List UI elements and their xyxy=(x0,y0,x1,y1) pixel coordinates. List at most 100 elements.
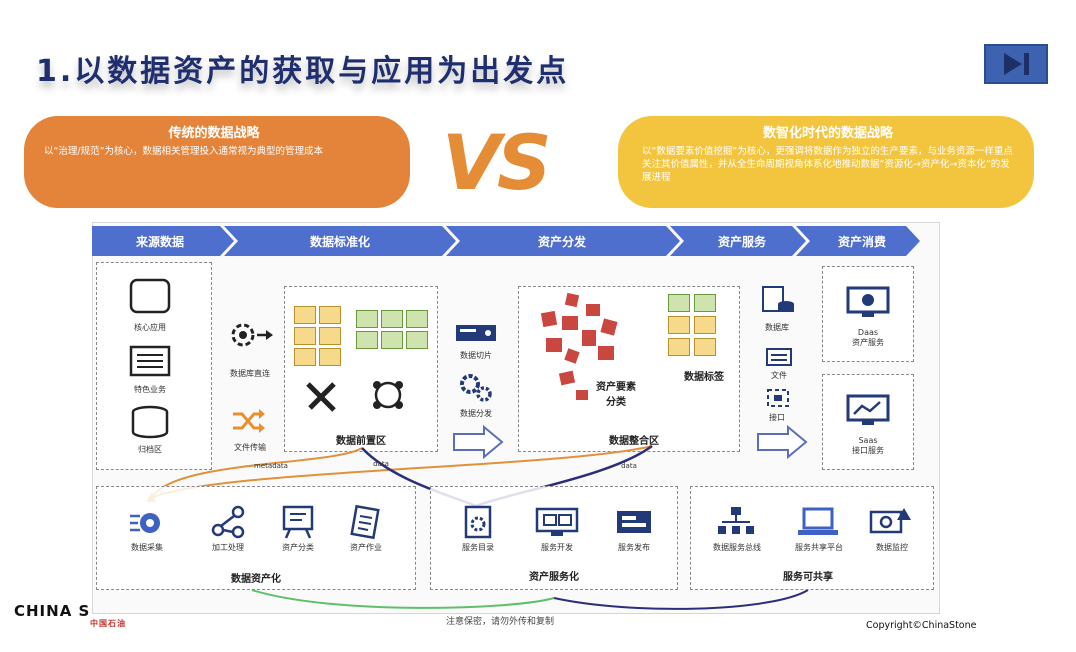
file-transfer-icon xyxy=(230,406,266,436)
asset-classification-label: 资产分类 xyxy=(282,543,314,552)
vs-text: VS xyxy=(442,118,552,207)
network-nodes-icon xyxy=(368,376,408,414)
front-zone-tables-green xyxy=(356,310,432,349)
data-collection-label: 数据采集 xyxy=(131,543,163,552)
table-icon xyxy=(668,338,690,356)
table-icon xyxy=(294,306,316,324)
table-icon xyxy=(319,348,341,366)
digital-strategy-text: 以“数据要素价值挖掘”为核心，更强调将数据作为独立的生产要素，与业务资源一样重点… xyxy=(642,146,1013,183)
data-tag-label: 数据标签 xyxy=(684,372,724,383)
stage-asset-consumption[interactable]: 资产消费 xyxy=(837,234,886,249)
digital-strategy-banner: 数智化时代的数据战略 以“数据要素价值挖掘”为核心，更强调将数据作为独立的生产要… xyxy=(618,116,1034,208)
file-service-label: 文件 xyxy=(771,371,787,380)
flow-arrow-icon-2 xyxy=(756,424,808,460)
data-flow-label-right: data xyxy=(621,462,637,470)
digital-strategy-heading: 数智化时代的数据战略 xyxy=(762,126,893,141)
front-zone-tables-yellow xyxy=(294,306,346,366)
table-icon xyxy=(694,316,716,334)
service-catalog-icon xyxy=(458,504,498,540)
asset-operation-label: 资产作业 xyxy=(350,543,382,552)
flow-arrow-icon xyxy=(452,424,504,460)
table-icon xyxy=(381,310,403,328)
database-service-label: 数据库 xyxy=(765,323,789,332)
database-service-icon xyxy=(760,284,796,316)
company-logo-subtext: 中国石油 xyxy=(90,619,126,628)
data-monitoring-icon xyxy=(868,506,912,538)
asset-operation-icon xyxy=(346,504,386,540)
stage-asset-service[interactable]: 资产服务 xyxy=(717,234,766,249)
table-icon xyxy=(319,327,341,345)
page-title: 1.以数据资产的获取与应用为出发点 xyxy=(36,54,570,89)
confidential-notice: 注意保密，请勿外传和复制 xyxy=(446,617,555,627)
service-publish-label: 服务发布 xyxy=(618,543,650,552)
daas-monitor-icon xyxy=(844,286,892,320)
asset-element-blocks xyxy=(540,292,618,400)
daas-label: Daas 资产服务 xyxy=(852,328,884,347)
sharing-platform-label: 服务共享平台 xyxy=(795,543,843,552)
archive-label: 归档区 xyxy=(138,445,162,454)
table-icon xyxy=(694,294,716,312)
data-distribution-label: 数据分发 xyxy=(460,409,492,418)
company-logo: CHINA S 中国石油 xyxy=(14,602,126,629)
traditional-strategy-banner: 传统的数据战略 以“治理/规范”为核心，数据相关管理投入通常视为典型的管理成本 xyxy=(24,116,410,208)
traditional-strategy-heading: 传统的数据战略 xyxy=(168,126,260,141)
table-icon xyxy=(668,316,690,334)
table-icon xyxy=(381,331,403,349)
table-icon xyxy=(694,338,716,356)
table-icon xyxy=(406,310,428,328)
copyright-text: Copyright©ChinaStone xyxy=(866,620,977,631)
table-icon xyxy=(356,331,378,349)
table-icon xyxy=(319,306,341,324)
service-development-label: 服务开发 xyxy=(541,543,573,552)
file-transfer-label: 文件传输 xyxy=(234,443,266,452)
archive-database-icon xyxy=(128,404,172,440)
table-icon xyxy=(668,294,690,312)
processing-icon xyxy=(208,504,248,540)
data-integration-zone-label: 数据整合区 xyxy=(609,436,659,447)
table-icon xyxy=(406,331,428,349)
saas-monitor-icon xyxy=(844,394,892,428)
service-sharing-label: 服务可共享 xyxy=(783,572,833,583)
service-catalog-label: 服务目录 xyxy=(462,543,494,552)
data-slicing-label: 数据切片 xyxy=(460,351,492,360)
service-bus-label: 数据服务总线 xyxy=(713,543,761,552)
service-sharing-box xyxy=(690,486,934,590)
stage-source-data[interactable]: 来源数据 xyxy=(135,234,184,249)
data-distribution-gears-icon xyxy=(456,372,496,404)
data-slicing-icon xyxy=(454,322,498,344)
next-slide-button[interactable] xyxy=(984,44,1048,84)
asset-element-classification-label: 资产要素 分类 xyxy=(596,382,636,408)
table-icon xyxy=(294,327,316,345)
service-publish-icon xyxy=(614,508,654,538)
processing-label: 加工处理 xyxy=(212,543,244,552)
special-business-label: 特色业务 xyxy=(134,385,166,394)
service-development-icon xyxy=(534,506,580,540)
file-service-icon xyxy=(764,346,794,368)
asset-classification-board-icon xyxy=(278,504,318,540)
database-direct-connect-label: 数据库直连 xyxy=(230,369,270,378)
play-next-icon xyxy=(1004,53,1029,75)
special-business-icon xyxy=(128,344,172,378)
stage-standardization[interactable]: 数据标准化 xyxy=(309,234,370,249)
saas-label: Saas 接口服务 xyxy=(852,436,884,455)
sharing-platform-laptop-icon xyxy=(796,506,840,538)
asset-servitization-label: 资产服务化 xyxy=(529,572,579,583)
data-collection-icon xyxy=(128,506,168,540)
database-direct-connect-icon xyxy=(226,318,274,352)
core-app-label: 核心应用 xyxy=(134,323,166,332)
interface-service-icon xyxy=(764,386,792,410)
data-monitoring-label: 数据监控 xyxy=(876,543,908,552)
vs-label: VS xyxy=(442,118,552,207)
traditional-strategy-text: 以“治理/规范”为核心，数据相关管理投入通常视为典型的管理成本 xyxy=(44,146,324,157)
stage-asset-distribution[interactable]: 资产分发 xyxy=(537,234,586,249)
stage-arrows xyxy=(92,226,920,256)
core-app-icon xyxy=(128,276,172,316)
interface-service-label: 接口 xyxy=(769,413,785,422)
data-flow-label-left: data xyxy=(373,460,389,468)
tools-icon xyxy=(302,378,342,414)
table-icon xyxy=(294,348,316,366)
data-assetization-box xyxy=(96,486,416,590)
data-front-zone-label: 数据前置区 xyxy=(336,436,386,447)
data-assetization-label: 数据资产化 xyxy=(231,574,281,585)
metadata-flow-label: metadata xyxy=(254,462,288,470)
